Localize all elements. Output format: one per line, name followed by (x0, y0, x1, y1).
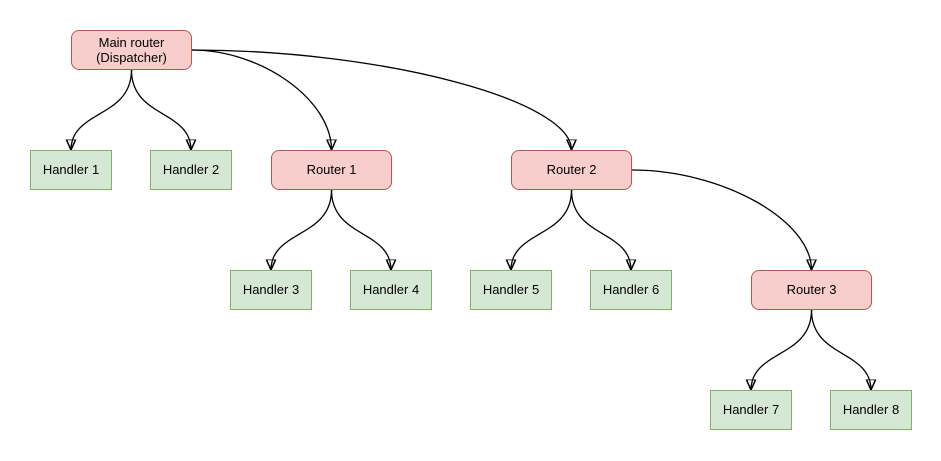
node-label: Handler 6 (602, 282, 660, 298)
node-main-router[interactable]: Main router (Dispatcher) (71, 30, 192, 70)
node-handler-2[interactable]: Handler 2 (150, 150, 232, 190)
edge-main-router-to-handler-2 (130, 69, 192, 150)
node-label: Handler 2 (162, 162, 220, 178)
node-router-3[interactable]: Router 3 (751, 270, 872, 310)
edge-router-2-to-handler-5 (511, 189, 573, 270)
edge-router-3-to-handler-7 (751, 309, 813, 390)
node-label: Handler 7 (722, 402, 780, 418)
node-label: Router 2 (546, 162, 597, 178)
node-handler-5[interactable]: Handler 5 (470, 270, 552, 310)
node-router-1[interactable]: Router 1 (271, 150, 392, 190)
edge-router-2-to-handler-6 (570, 189, 632, 270)
node-label: Handler 4 (362, 282, 420, 298)
node-label: Handler 3 (242, 282, 300, 298)
node-handler-1[interactable]: Handler 1 (30, 150, 112, 190)
node-handler-4[interactable]: Handler 4 (350, 270, 432, 310)
node-handler-8[interactable]: Handler 8 (830, 390, 912, 430)
node-label: Router 3 (786, 282, 837, 298)
node-handler-7[interactable]: Handler 7 (710, 390, 792, 430)
node-label: Handler 5 (482, 282, 540, 298)
node-handler-3[interactable]: Handler 3 (230, 270, 312, 310)
node-label: Handler 1 (42, 162, 100, 178)
edge-router-1-to-handler-4 (330, 189, 392, 270)
edge-router-1-to-handler-3 (271, 189, 333, 270)
edge-main-router-to-router-1 (191, 49, 332, 150)
edge-router-3-to-handler-8 (810, 309, 872, 390)
node-router-2[interactable]: Router 2 (511, 150, 632, 190)
edge-router-2-to-router-3 (631, 169, 812, 270)
node-label: Router 1 (306, 162, 357, 178)
node-handler-6[interactable]: Handler 6 (590, 270, 672, 310)
node-label: Handler 8 (842, 402, 900, 418)
node-label: Main router (Dispatcher) (96, 34, 167, 65)
edge-main-router-to-router-2 (191, 49, 572, 150)
edge-main-router-to-handler-1 (71, 69, 133, 150)
